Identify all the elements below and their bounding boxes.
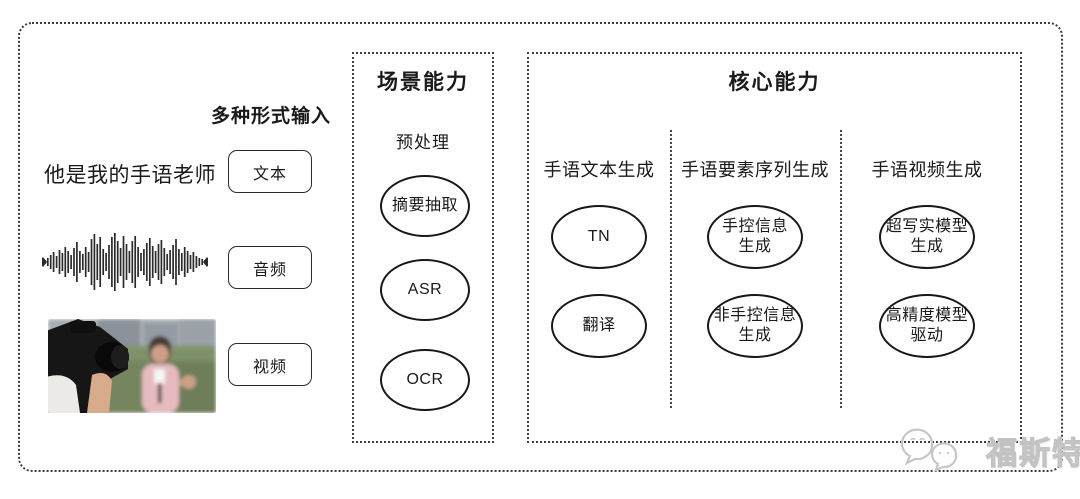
chat-bubbles-logo-icon — [900, 428, 958, 472]
input-type-label: 音频 — [252, 261, 287, 279]
input-type-label: 文本 — [252, 165, 287, 183]
input-section-title: 多种形式输入 — [210, 106, 331, 127]
core-box-title: 核心能力 — [728, 71, 821, 94]
node-high-precision-model-driving: 高精度模型 驱动 — [879, 294, 975, 358]
node-non-manual-info-generation: 非手控信息 生成 — [707, 294, 803, 358]
column-header-text-generation: 手语文本生成 — [543, 160, 655, 180]
scene-capability-box: 场景能力 预处理 摘要抽取 ASR OCR — [352, 52, 494, 443]
node-tn: TN — [551, 205, 647, 269]
input-type-label: 视频 — [252, 358, 287, 376]
input-type-box-text: 文本 — [228, 150, 312, 193]
input-type-box-audio: 音频 — [228, 246, 312, 289]
column-divider — [840, 130, 842, 408]
scene-box-subtitle: 预处理 — [396, 133, 450, 152]
column-header-element-sequence-generation: 手语要素序列生成 — [681, 160, 829, 180]
video-thumbnail-image — [48, 319, 216, 413]
input-type-box-video: 视频 — [228, 343, 312, 386]
node-asr: ASR — [380, 259, 470, 321]
node-summary-extraction: 摘要抽取 — [380, 175, 470, 237]
node-translation: 翻译 — [551, 294, 647, 358]
audio-waveform-icon — [42, 233, 208, 291]
diagram-outer-border — [18, 22, 1063, 472]
sample-sentence-text: 他是我的手语老师 — [44, 164, 216, 187]
node-hyperrealistic-model-generation: 超写实模型 生成 — [879, 205, 975, 269]
node-ocr: OCR — [380, 349, 470, 411]
node-manual-info-generation: 手控信息 生成 — [707, 205, 803, 269]
watermark: 福斯特 — [898, 427, 1080, 473]
column-header-video-generation: 手语视频生成 — [871, 160, 983, 180]
scene-box-title: 场景能力 — [377, 71, 469, 94]
core-capability-box: 核心能力 手语文本生成 TN 翻译 手语要素序列生成 手控信息 生成 非手控信息… — [527, 52, 1022, 443]
column-divider — [670, 130, 672, 408]
watermark-text: 福斯特 — [986, 435, 1080, 471]
